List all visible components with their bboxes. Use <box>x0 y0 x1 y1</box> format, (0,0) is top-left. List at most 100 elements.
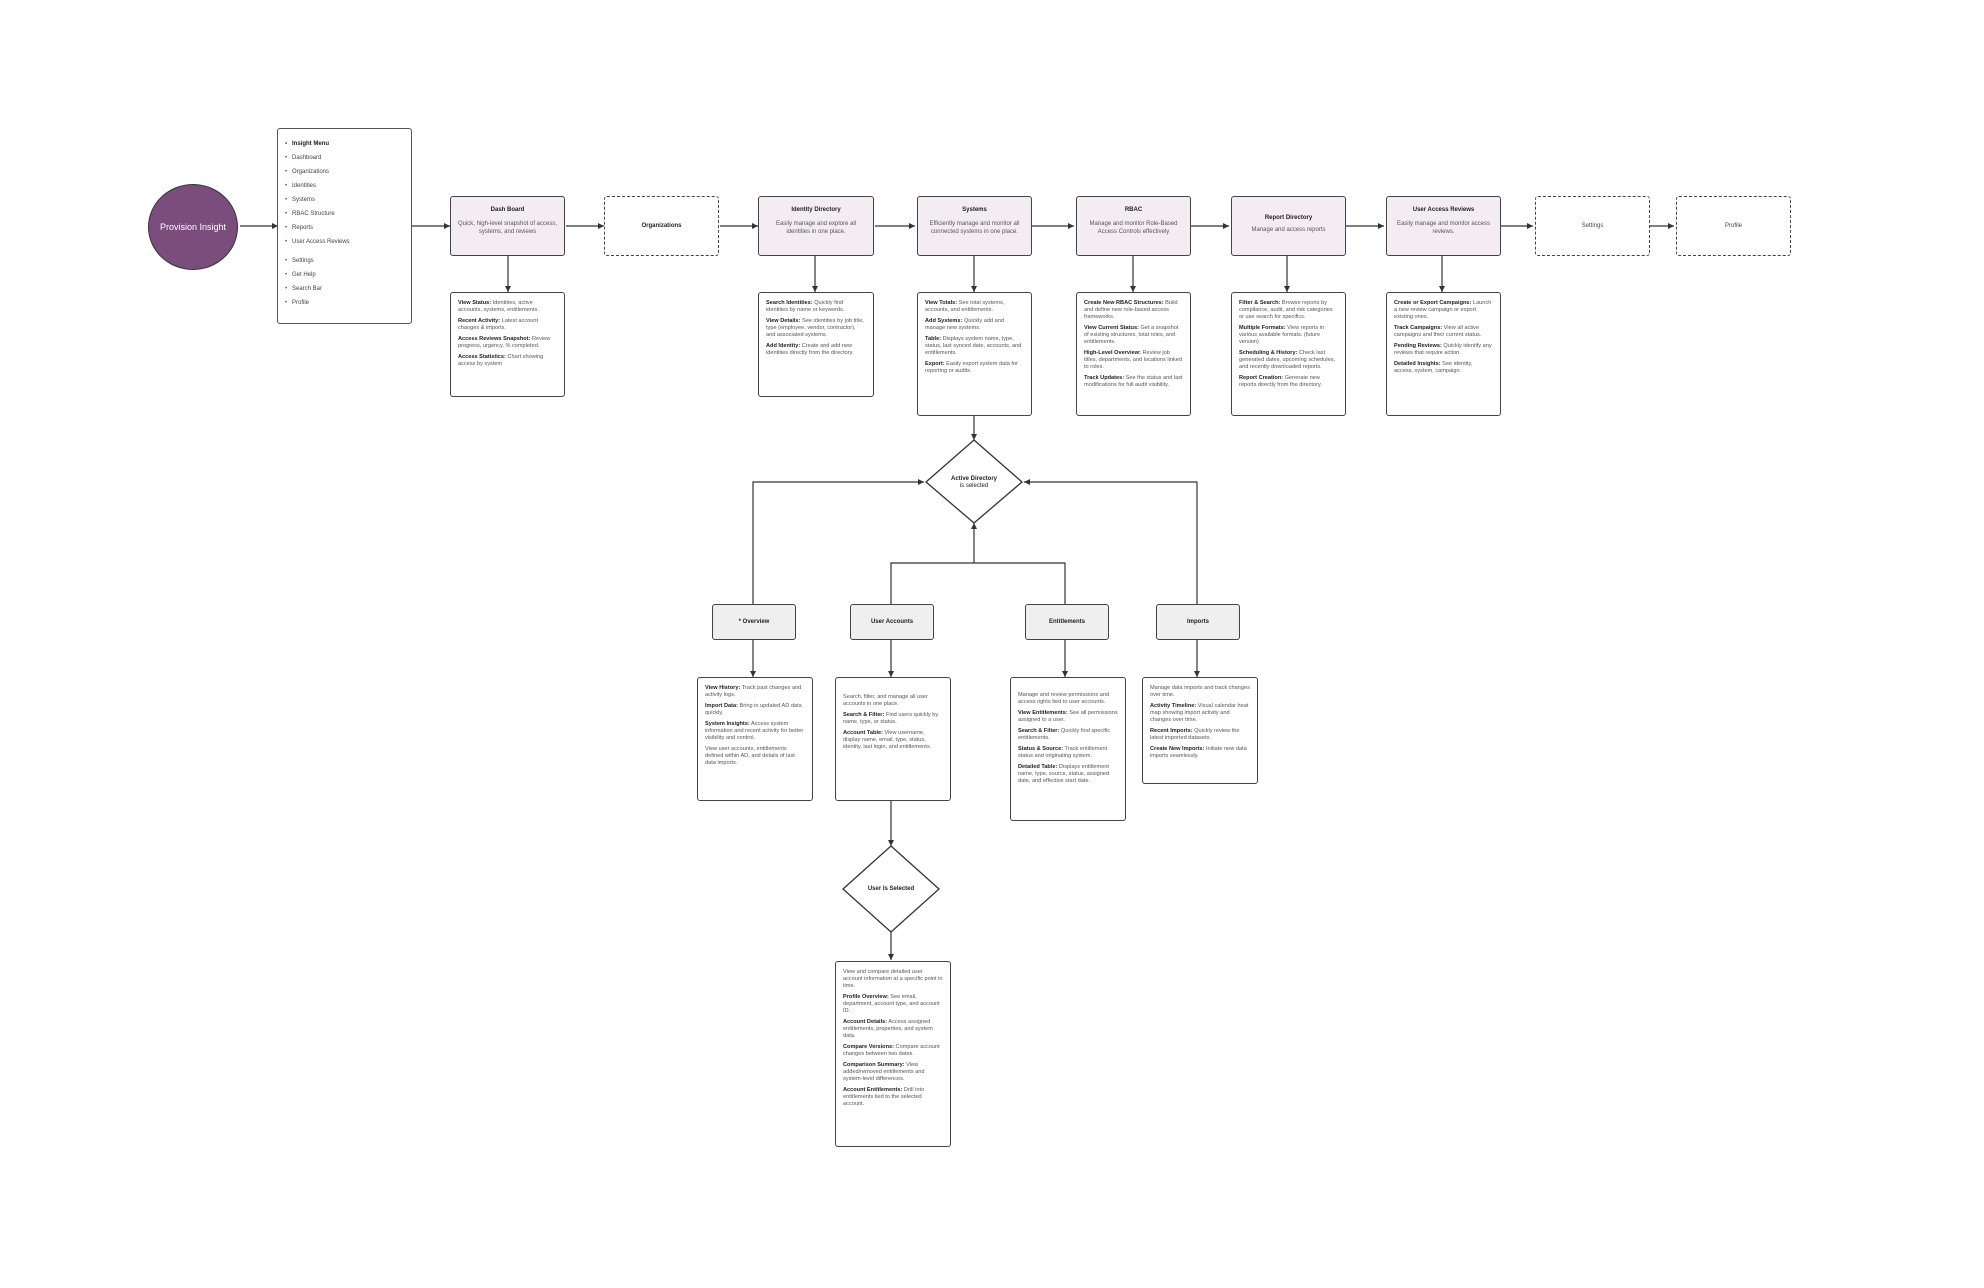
detail-item: Activity Timeline: Visual calendar heat … <box>1150 703 1250 724</box>
detail-item-label: Export: <box>925 361 945 367</box>
detail-item-text: Build and define new role-based access f… <box>1084 300 1178 320</box>
detail-item-text: Latest account changes & imports. <box>458 318 539 331</box>
menu-item: Systems <box>278 197 411 211</box>
detail-item-text: See identities by job title, type (emplo… <box>766 318 864 338</box>
profile-node: Profile <box>1676 196 1791 256</box>
detail-item: Search & Filter: Quickly find specific e… <box>1018 728 1118 742</box>
detail-item: Multiple Formats: View reports in variou… <box>1239 325 1338 346</box>
detail-item-text: Bring in updated AD data quickly. <box>705 703 802 716</box>
detail-item-label: Table: <box>925 336 942 342</box>
detail-item-label: Create New RBAC Structures: <box>1084 300 1164 306</box>
detail-item: Create New Imports: Initiate new data im… <box>1150 746 1250 760</box>
detail-item-label: View Status: <box>458 300 492 306</box>
detail-item: Filter & Search: Browse reports by compl… <box>1239 300 1338 321</box>
detail-item: Manage data imports and track changes ov… <box>1150 685 1250 699</box>
detail-item: Comparison Summary: View added/removed e… <box>843 1062 943 1083</box>
reports-subtitle: Manage and access reports <box>1251 227 1326 233</box>
detail-item-label: Comparison Summary: <box>843 1062 905 1068</box>
detail-item-text: Track past changes and activity logs. <box>705 685 802 698</box>
profile-title: Profile <box>1724 223 1742 229</box>
detail-item-label: Report Creation: <box>1239 375 1284 381</box>
detail-item-label: Add Systems: <box>925 318 963 324</box>
detail-item: Detailed Insights: See identity, access,… <box>1394 361 1493 375</box>
detail-item-label: Account Details: <box>843 1019 888 1025</box>
overview-details: View History: Track past changes and act… <box>697 677 813 801</box>
detail-item-label: Scheduling & History: <box>1239 350 1298 356</box>
detail-item-text: See the status and last modifications fo… <box>1084 375 1183 388</box>
detail-item: Search, filter, and manage all user acco… <box>843 694 943 708</box>
rbac-node: RBAC Manage and monitor Role-Based Acces… <box>1076 196 1191 256</box>
detail-item-label: Detailed Table: <box>1018 764 1058 770</box>
detail-item-label: Pending Reviews: <box>1394 343 1442 349</box>
detail-item: Search & Filter: Find users quickly by n… <box>843 712 943 726</box>
detail-item: Report Creation: Generate new reports di… <box>1239 375 1338 389</box>
detail-item: System Insights: Access system informati… <box>705 721 805 742</box>
detail-item-label: Account Entitlements: <box>843 1087 903 1093</box>
start-node: Provision Insight <box>148 184 238 270</box>
detail-item-label: Create New Imports: <box>1150 746 1205 752</box>
organizations-title: Organizations <box>641 223 682 229</box>
detail-item-label: Track Updates: <box>1084 375 1125 381</box>
detail-item-label: View Details: <box>766 318 801 324</box>
detail-item: View user accounts, entitlements defined… <box>705 746 805 767</box>
menu-item: Dashboard <box>278 155 411 169</box>
dashboard-node: Dash Board Quick, high-level snapshot of… <box>450 196 565 256</box>
imports-title: Imports <box>1186 619 1209 625</box>
detail-item: Access Statistics: Chart showing access … <box>458 354 557 368</box>
reports-details: Filter & Search: Browse reports by compl… <box>1231 292 1346 416</box>
overview-title: * Overview <box>738 619 770 625</box>
menu-item: Organizations <box>278 169 411 183</box>
dashboard-details: View Status: Identities, active accounts… <box>450 292 565 397</box>
detail-item-label: Filter & Search: <box>1239 300 1281 306</box>
detail-item: Recent Activity: Latest account changes … <box>458 318 557 332</box>
detail-item-label: High-Level Overview: <box>1084 350 1141 356</box>
detail-item-text: Get a snapshot of existing structures, t… <box>1084 325 1179 345</box>
detail-item-label: Track Campaigns: <box>1394 325 1443 331</box>
menu-item: Reports <box>278 225 411 239</box>
menu-item: User Access Reviews <box>278 239 411 253</box>
detail-item-text: Quickly add and manage new systems. <box>925 318 1004 331</box>
detail-item-text: View user accounts, entitlements defined… <box>705 746 795 766</box>
detail-item: Track Campaigns: View all active campaig… <box>1394 325 1493 339</box>
arrow-imports-to-ad <box>1024 479 1198 604</box>
identity-node: Identity Directory Easily manage and exp… <box>758 196 874 256</box>
uar-title: User Access Reviews <box>1412 207 1475 213</box>
detail-item-label: Search Identities: <box>766 300 813 306</box>
uar-subtitle: Easily manage and monitor access reviews… <box>1396 221 1491 235</box>
entitlements-details: Manage and review permissions and access… <box>1010 677 1126 821</box>
menu-item: Settings <box>278 258 411 272</box>
detail-item-label: Recent Imports: <box>1150 728 1193 734</box>
detail-item-text: Manage data imports and track changes ov… <box>1150 685 1250 698</box>
detail-item-label: Create or Export Campaigns: <box>1394 300 1472 306</box>
menu-item: Get Help <box>278 272 411 286</box>
detail-item-text: Quickly review the latest imported datas… <box>1150 728 1240 741</box>
detail-item-label: Add Identity: <box>766 343 801 349</box>
menu-list-bottom: SettingsGet HelpSearch BarProfile <box>278 258 411 314</box>
uar-node: User Access Reviews Easily manage and mo… <box>1386 196 1501 256</box>
detail-item: View History: Track past changes and act… <box>705 685 805 699</box>
identity-subtitle: Easily manage and explore all identities… <box>775 221 857 235</box>
start-label: Provision Insight <box>159 222 227 232</box>
rbac-title: RBAC <box>1124 207 1143 213</box>
detail-item: Status & Source: Track entitlement statu… <box>1018 746 1118 760</box>
detail-item-text: Find users quickly by name, type, or sta… <box>843 712 939 725</box>
detail-item-label: View Totals: <box>925 300 958 306</box>
detail-item: View Status: Identities, active accounts… <box>458 300 557 314</box>
detail-item-label: Compare Versions: <box>843 1044 894 1050</box>
detail-item-text: Track entitlement status and originating… <box>1018 746 1108 759</box>
detail-item-text: Chart showing access by system <box>458 354 544 367</box>
user-accounts-title: User Accounts <box>870 619 914 625</box>
detail-item: Create or Export Campaigns: Launch a new… <box>1394 300 1493 321</box>
detail-item: High-Level Overview: Review job titles, … <box>1084 350 1183 371</box>
detail-item: Profile Overview: See email, department,… <box>843 994 943 1015</box>
systems-details: View Totals: See total systems, accounts… <box>917 292 1032 416</box>
detail-item-text: View username, display name, email, type… <box>843 730 932 750</box>
detail-item-text: Create and add new identities directly f… <box>766 343 854 356</box>
detail-item: View Totals: See total systems, accounts… <box>925 300 1024 314</box>
detail-item-text: Quickly find identities by name or keywo… <box>766 300 845 313</box>
detail-item-text: View and compare detailed user account i… <box>843 969 943 989</box>
user-selected-details: View and compare detailed user account i… <box>835 961 951 1147</box>
detail-item: Recent Imports: Quickly review the lates… <box>1150 728 1250 742</box>
detail-item: Add Identity: Create and add new identit… <box>766 343 866 357</box>
